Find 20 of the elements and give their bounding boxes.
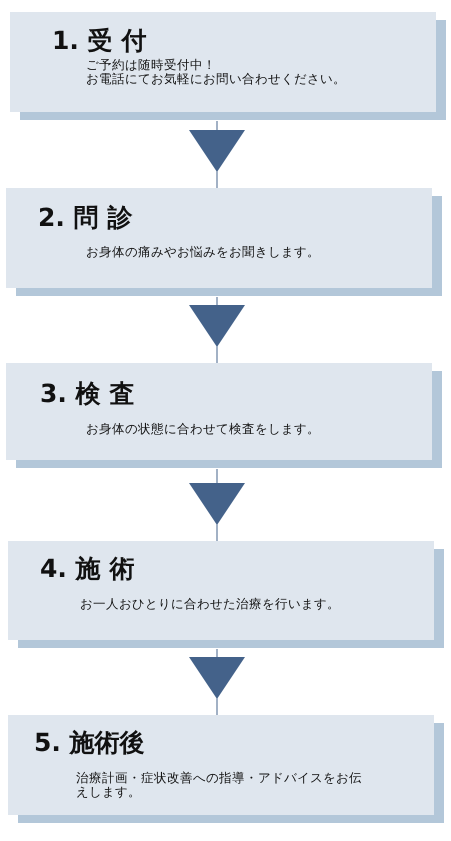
step-title: 4. 施 術: [40, 556, 134, 581]
step-description: お身体の状態に合わせて検査をします。: [86, 422, 321, 436]
step-box: [8, 541, 434, 640]
step-description: お電話にてお気軽にお問い合わせください。: [86, 72, 347, 86]
step-description: お身体の痛みやお悩みをお聞きします。: [86, 245, 321, 259]
step-box: [8, 715, 434, 815]
step-description: ご予約は随時受付中！: [86, 58, 217, 72]
down-arrow: [189, 296, 245, 364]
down-arrow: [189, 648, 245, 716]
step-title: 1. 受 付: [52, 28, 146, 53]
step-title: 2. 問 診: [38, 205, 132, 230]
step-box: [6, 363, 432, 460]
step-title: 5. 施術後: [34, 730, 145, 755]
step-box: [6, 188, 432, 288]
down-arrow: [189, 468, 245, 542]
step-box: [10, 12, 436, 112]
step-title: 3. 検 査: [40, 381, 134, 406]
down-arrow: [189, 120, 245, 188]
step-description: お一人おひとりに合わせた治療を行います。: [80, 597, 341, 611]
step-description: 治療計画・症状改善への指導・アドバイスをお伝えします。: [76, 771, 363, 798]
